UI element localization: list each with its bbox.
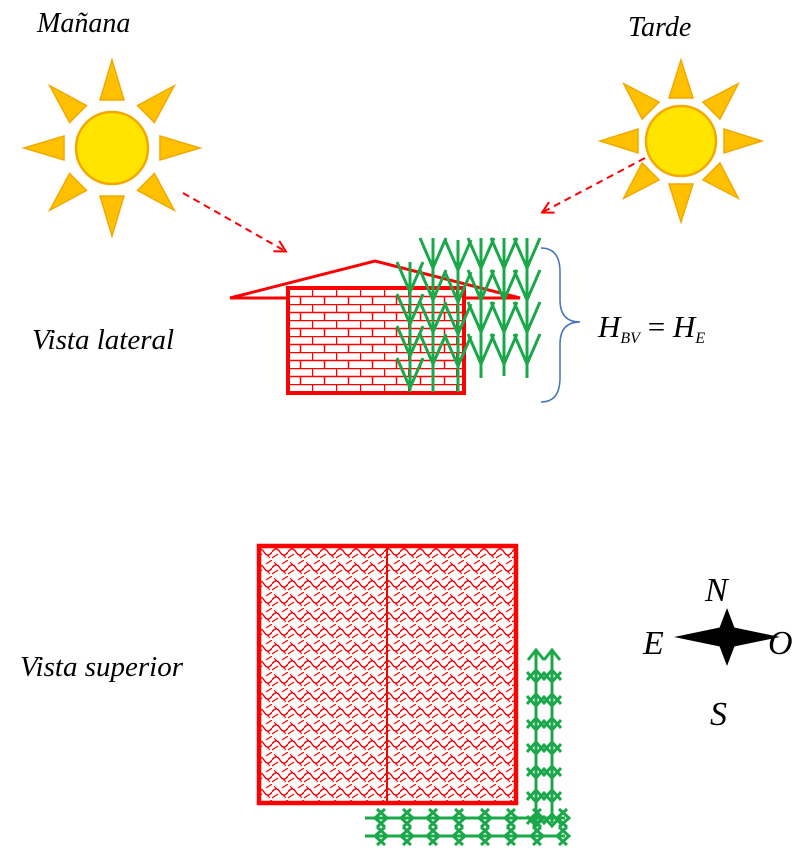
vegetation-chevron (489, 333, 519, 368)
vegetation-chevron (427, 807, 442, 829)
vegetation-chevron (453, 825, 468, 847)
compass-north-label: N (705, 572, 728, 609)
vegetation-chevron (512, 301, 542, 336)
vegetation-chevron (557, 825, 572, 847)
compass-south-label: S (710, 696, 727, 733)
vegetation-chevron (525, 718, 547, 733)
vegetation-chevron (375, 807, 390, 829)
compass-west-label: O (768, 625, 793, 662)
morning-sun-icon (21, 57, 203, 239)
vegetation-chevron (443, 271, 473, 306)
vegetation-chevron (489, 237, 519, 272)
vegetation-chevron (531, 807, 546, 829)
house-side-view (229, 259, 521, 395)
vegetation-chevron (401, 825, 416, 847)
afternoon-sunlight-arrow (543, 157, 646, 212)
vegetation-chevron (541, 718, 563, 733)
vegetation-chevron (375, 825, 390, 847)
vegetation-chevron (541, 742, 563, 757)
vegetation-chevron (401, 807, 416, 829)
top-view-label: Vista superior (20, 651, 183, 683)
vegetation-chevron (427, 825, 442, 847)
vegetation-chevron (505, 825, 520, 847)
vegetation-chevron (512, 269, 542, 304)
vegetation-chevron (525, 742, 547, 757)
vegetation-chevron (531, 825, 546, 847)
formula-equals: = (647, 309, 666, 344)
vegetation-chevron (541, 694, 563, 709)
afternoon-label: Tarde (628, 12, 692, 43)
vegetation-chevron (443, 335, 473, 370)
morning-label: Mañana (37, 8, 131, 39)
vegetation-chevron (512, 237, 542, 272)
compass-east-label: E (643, 625, 664, 662)
vegetation-chevron (526, 647, 546, 661)
vegetation-chevron (443, 239, 473, 274)
vegetation-chevron (557, 807, 572, 829)
vegetation-chevron (541, 790, 563, 805)
formula-left-sub: BV (620, 330, 640, 347)
morning-sunlight-arrow (182, 192, 285, 251)
vegetation-chevron (466, 269, 496, 304)
vegetation-chevron (443, 303, 473, 338)
vegetation-chevron (489, 301, 519, 336)
vegetation-chevron (466, 333, 496, 368)
vegetation-chevron (466, 301, 496, 336)
afternoon-sun-icon (597, 57, 765, 225)
height-formula: HBV = HE (598, 311, 705, 347)
vegetation-barrier-top (365, 647, 572, 847)
vegetation-chevron (542, 647, 562, 661)
height-brace (540, 247, 581, 403)
vegetation-chevron (479, 807, 494, 829)
vegetation-chevron (395, 293, 425, 328)
vegetation-chevron (541, 670, 563, 685)
vegetation-chevron (489, 269, 519, 304)
vegetation-chevron (479, 825, 494, 847)
vegetation-chevron (453, 807, 468, 829)
vegetation-barrier-side (395, 237, 542, 392)
vegetation-chevron (395, 325, 425, 360)
vegetation-chevron (541, 766, 563, 781)
vegetation-chevron (418, 237, 448, 272)
vegetation-chevron (466, 237, 496, 272)
house-wall (286, 286, 466, 395)
formula-right-var: H (672, 309, 696, 344)
vegetation-chevron (525, 694, 547, 709)
vegetation-chevron (525, 766, 547, 781)
vegetation-chevron (525, 790, 547, 805)
house-top-view (256, 543, 519, 806)
formula-right-sub: E (695, 330, 706, 347)
formula-left-var: H (598, 309, 621, 344)
vegetation-chevron (512, 333, 542, 368)
vegetation-chevron (418, 301, 448, 336)
vegetation-chevron (418, 269, 448, 304)
vegetation-chevron (525, 670, 547, 685)
vegetation-chevron (505, 807, 520, 829)
side-view-label: Vista lateral (32, 324, 175, 356)
vegetation-chevron (418, 333, 448, 368)
vegetation-chevron (395, 261, 425, 296)
vegetation-chevron (395, 357, 425, 392)
compass-rose-icon (674, 608, 780, 666)
